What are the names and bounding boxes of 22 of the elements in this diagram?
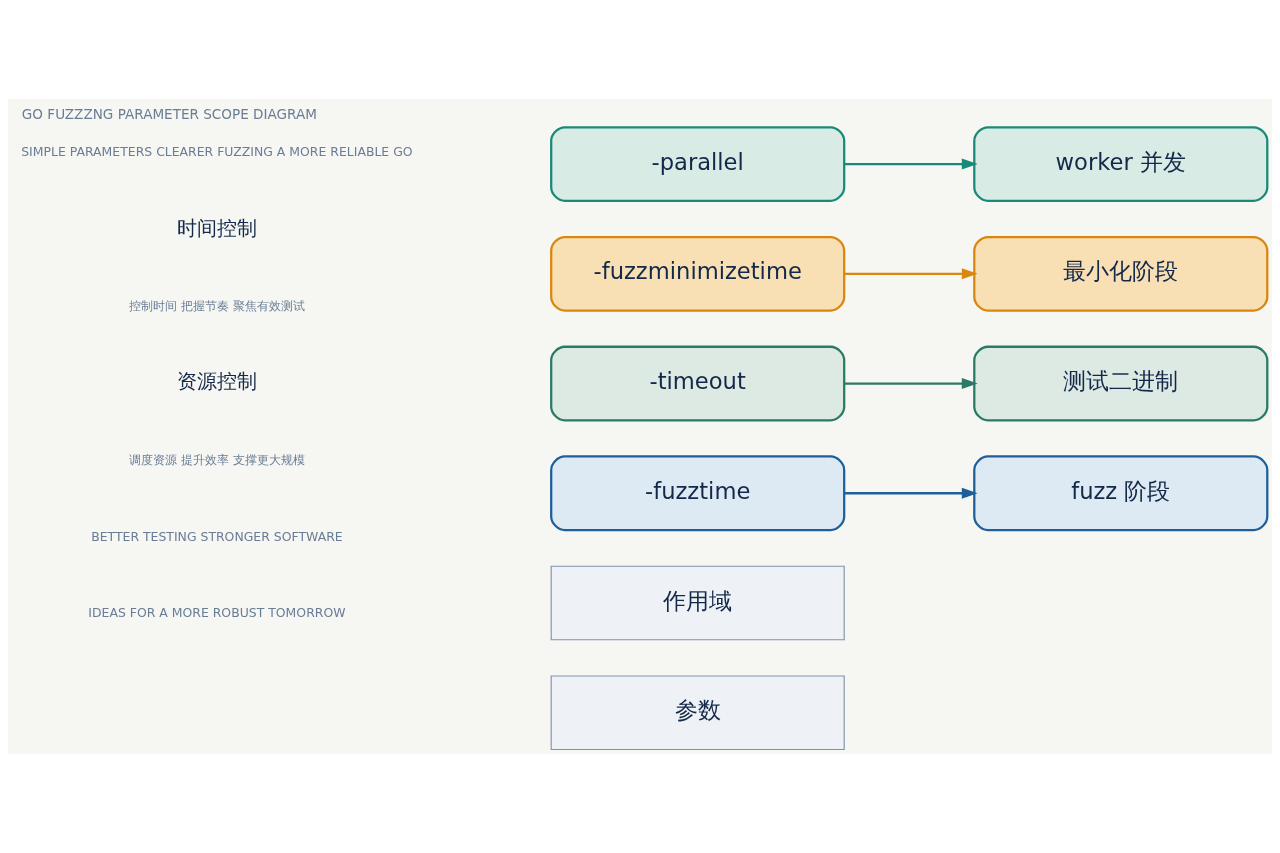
node-box: -fuzztime (550, 455, 846, 532)
label: 资源控制 (176, 369, 257, 394)
node-box: 参数 (550, 675, 845, 751)
diagram-title: GO FUZZZNG PARAMETER SCOPE DIAGRAM (21, 105, 317, 122)
node-box: worker 并发 (973, 126, 1269, 202)
node-box: -parallel (550, 126, 846, 202)
arrow (844, 377, 978, 390)
label: 控制时间 把握节奏 聚焦有效测试 (128, 297, 305, 313)
node-box: 最小化阶段 (973, 235, 1269, 312)
arrow (844, 487, 978, 499)
node-box: 测试二进制 (973, 345, 1269, 422)
label: BETTER TESTING STRONGER SOFTWARE (91, 528, 343, 544)
label: IDEAS FOR A MORE ROBUST TOMORROW (88, 605, 346, 621)
arrow (844, 268, 978, 280)
node-box: fuzz 阶段 (973, 455, 1269, 532)
arrow (844, 158, 978, 170)
label: 时间控制 (176, 215, 257, 240)
node-box: -timeout (550, 345, 846, 422)
node-box: -fuzzminimizetime (550, 235, 846, 312)
label: SIMPLE PARAMETERS CLEARER FUZZING A MORE RELIABLE GO (21, 143, 413, 159)
node-box: 作用域 (550, 565, 845, 641)
label: 调度资源 提升效率 支撑更大规模 (128, 451, 305, 467)
